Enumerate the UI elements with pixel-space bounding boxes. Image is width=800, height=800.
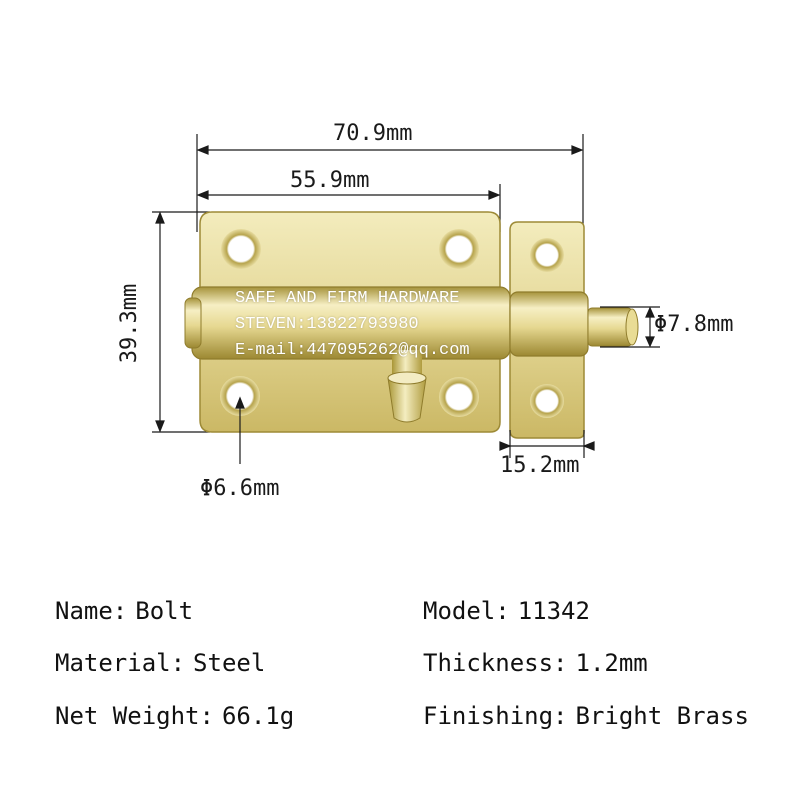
- spec-material: Material:Steel: [55, 649, 265, 677]
- spec-weight: Net Weight:66.1g: [55, 702, 294, 730]
- dim-height-lines: [152, 211, 210, 433]
- dim-height-label: 39.3mm: [117, 283, 143, 364]
- bolt-pin: [587, 307, 639, 347]
- keeper-hole-bottom: [530, 384, 564, 418]
- spec-thickness: Thickness:1.2mm: [423, 649, 648, 677]
- spec-model: Model:11342: [423, 597, 590, 625]
- spec-thickness-label: Thickness:: [423, 649, 568, 677]
- watermark-email: E-mail:447095262@qq.com: [235, 341, 470, 360]
- spec-material-label: Material:: [55, 649, 186, 677]
- watermark-company: SAFE AND FIRM HARDWARE: [235, 289, 460, 308]
- spec-model-label: Model:: [423, 597, 510, 625]
- spec-name-value: Bolt: [135, 597, 194, 625]
- dim-overall-length-lines: [196, 134, 584, 232]
- dim-plate-length-lines: [196, 184, 501, 232]
- keeper-hole-top: [530, 238, 564, 272]
- dim-hole-diameter-label: Φ6.6mm: [200, 476, 280, 501]
- dim-keeper-width-label: 15.2mm: [500, 453, 580, 478]
- dim-bolt-diameter-label: Φ7.8mm: [654, 312, 734, 337]
- watermark-contact: STEVEN:13822793980: [235, 315, 419, 334]
- spec-finishing-value: Bright Brass: [575, 702, 749, 730]
- plate-hole-bottom-left: [220, 376, 260, 416]
- spec-name: Name:Bolt: [55, 597, 193, 625]
- plate-hole-top-left: [221, 229, 261, 269]
- spec-weight-label: Net Weight:: [55, 702, 214, 730]
- spec-name-label: Name:: [55, 597, 128, 625]
- dim-bolt-diameter-lines: [600, 306, 660, 348]
- dim-overall-length-label: 70.9mm: [333, 121, 413, 146]
- spec-model-value: 11342: [517, 597, 590, 625]
- spec-thickness-value: 1.2mm: [575, 649, 648, 677]
- spec-material-value: Steel: [193, 649, 266, 677]
- dim-hole-diameter-lines: [235, 396, 245, 464]
- spec-weight-value: 66.1g: [221, 702, 295, 730]
- plate-hole-bottom-right: [439, 377, 479, 417]
- bolt-knob: [387, 350, 427, 423]
- barrel-housing: [184, 286, 589, 360]
- spec-finishing: Finishing:Bright Brass: [423, 702, 749, 730]
- dim-keeper-width-lines: [499, 430, 595, 458]
- spec-finishing-label: Finishing:: [423, 702, 568, 730]
- plate-hole-top-right: [439, 229, 479, 269]
- dim-plate-length-label: 55.9mm: [290, 168, 370, 193]
